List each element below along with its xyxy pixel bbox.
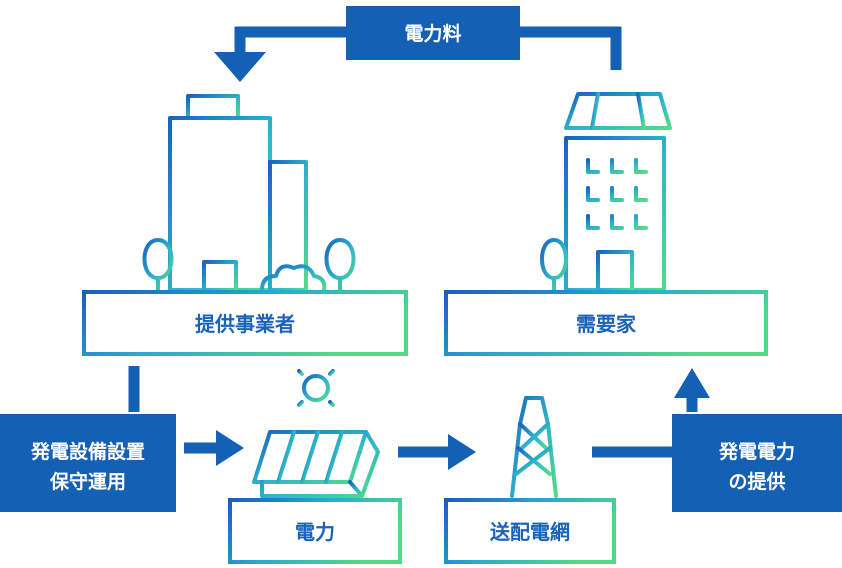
tree-icon: [142, 237, 356, 292]
sun-icon: [290, 362, 342, 414]
consumer-box: [444, 290, 768, 356]
transmission-tower-icon: [496, 388, 572, 498]
solar-panel-icon: [252, 430, 380, 498]
power-box: [228, 498, 402, 564]
arrow-right-icon: [216, 430, 244, 466]
supply-label-line1: 発電電力: [718, 440, 795, 463]
supply-label-line2: の提供: [728, 470, 785, 493]
grid-label: 送配電網: [490, 520, 570, 544]
fee-label: 電力料: [404, 22, 461, 45]
maintenance-label-line2: 保守運用: [49, 470, 126, 493]
fee-box: [346, 6, 520, 60]
fee-flow: 電力料: [214, 6, 622, 82]
arrow-right-icon: [448, 434, 476, 470]
supply-box: [672, 414, 842, 512]
maintenance-box: [0, 414, 176, 512]
provider-box: [82, 290, 408, 356]
arrow-up-icon: [674, 368, 710, 398]
maintenance-label-line1: 発電設備設置: [30, 440, 145, 463]
consumer-label: 需要家: [576, 312, 637, 336]
provider-label: 提供事業者: [195, 312, 295, 336]
power-label: 電力: [295, 520, 335, 544]
arrow-down-icon: [214, 52, 266, 82]
apartment-with-solar-icon: [540, 92, 672, 292]
grid-box: [444, 498, 616, 564]
office-building-icon: [168, 94, 327, 292]
